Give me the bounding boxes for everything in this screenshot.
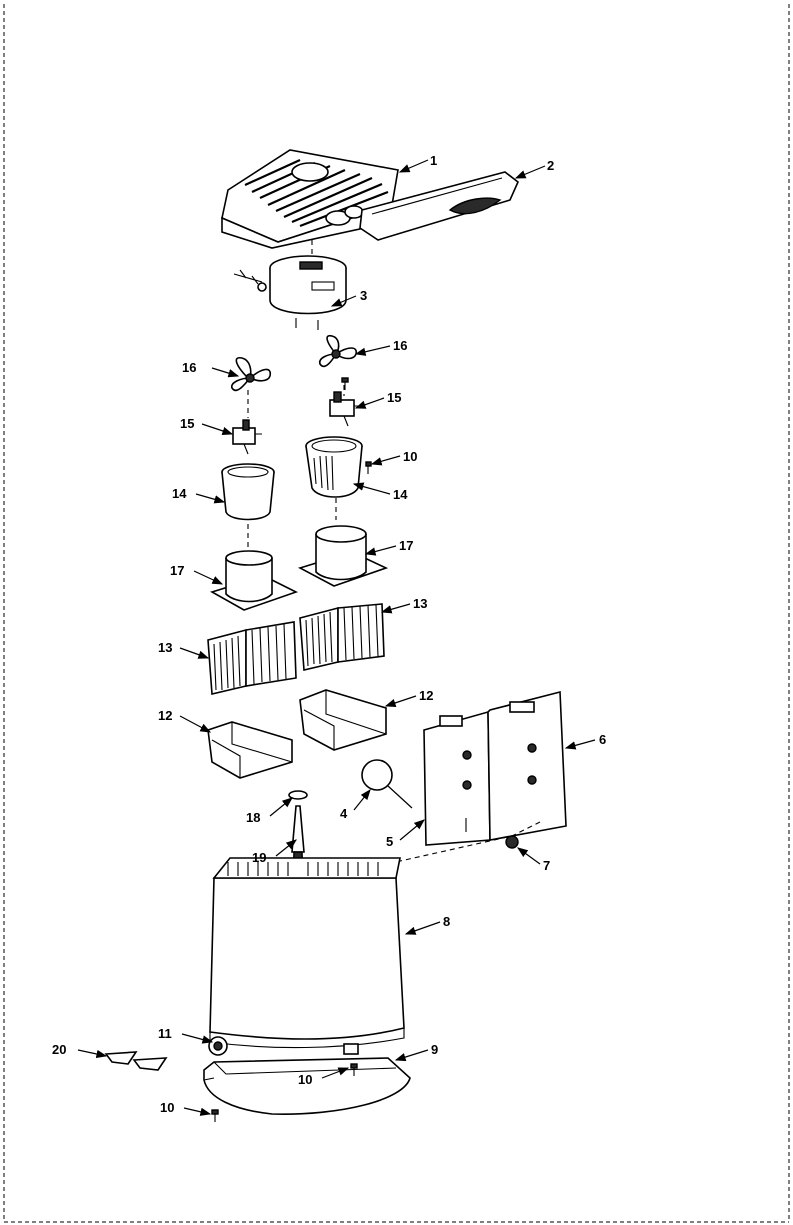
part-6-water-tank: [424, 692, 566, 845]
label-2: 2: [547, 158, 554, 173]
label-17-right: 17: [399, 538, 413, 553]
label-1: 1: [430, 153, 437, 168]
label-12-right: 12: [419, 688, 433, 703]
part-16-fan-left: [232, 358, 270, 391]
part-13-filter-left: [208, 622, 296, 694]
label-8: 8: [443, 914, 450, 929]
label-3: 3: [360, 288, 367, 303]
label-4: 4: [340, 806, 348, 821]
label-13-left: 13: [158, 640, 172, 655]
label-12-left: 12: [158, 708, 172, 723]
label-14-left: 14: [172, 486, 187, 501]
part-12-tray-left: [208, 722, 292, 778]
part-14-cup-right: [306, 437, 362, 497]
label-10-cup: 10: [403, 449, 417, 464]
label-7: 7: [543, 858, 550, 873]
label-11: 11: [158, 1026, 172, 1041]
part-15-motor-left: [233, 420, 262, 454]
label-10-base: 10: [298, 1072, 312, 1087]
label-18: 18: [246, 810, 260, 825]
label-5: 5: [386, 834, 393, 849]
part-13-filter-right: [300, 604, 384, 670]
part-3-control-unit: [234, 256, 346, 330]
label-14-right: 14: [393, 487, 408, 502]
part-10-screw-cup: [366, 462, 371, 474]
label-17-left: 17: [170, 563, 184, 578]
label-13-right: 13: [413, 596, 427, 611]
label-15-right: 15: [387, 390, 401, 405]
label-16-left: 16: [182, 360, 196, 375]
part-11-caster: [209, 1037, 227, 1055]
label-19: 19: [252, 850, 266, 865]
label-20: 20: [52, 1042, 66, 1057]
part-12-tray-right: [300, 690, 386, 750]
part-14-cup-left: [222, 464, 274, 520]
part-8-reservoir: [210, 858, 404, 1048]
label-6: 6: [599, 732, 606, 747]
part-7-tank-cap: [506, 836, 518, 848]
label-16-right: 16: [393, 338, 407, 353]
part-4-o-ring: [362, 760, 412, 808]
part-10-screw-top: [342, 378, 348, 390]
label-10-bottom: 10: [160, 1100, 174, 1115]
part-15-motor-right: [330, 392, 360, 426]
part-10-screw-bottom: [212, 1110, 218, 1122]
part-16-fan-right: [320, 336, 357, 367]
part-20-feet: [106, 1052, 166, 1070]
part-17-base-right: [300, 526, 386, 586]
label-15-left: 15: [180, 416, 194, 431]
part-17-base-left: [212, 551, 296, 610]
label-9: 9: [431, 1042, 438, 1057]
